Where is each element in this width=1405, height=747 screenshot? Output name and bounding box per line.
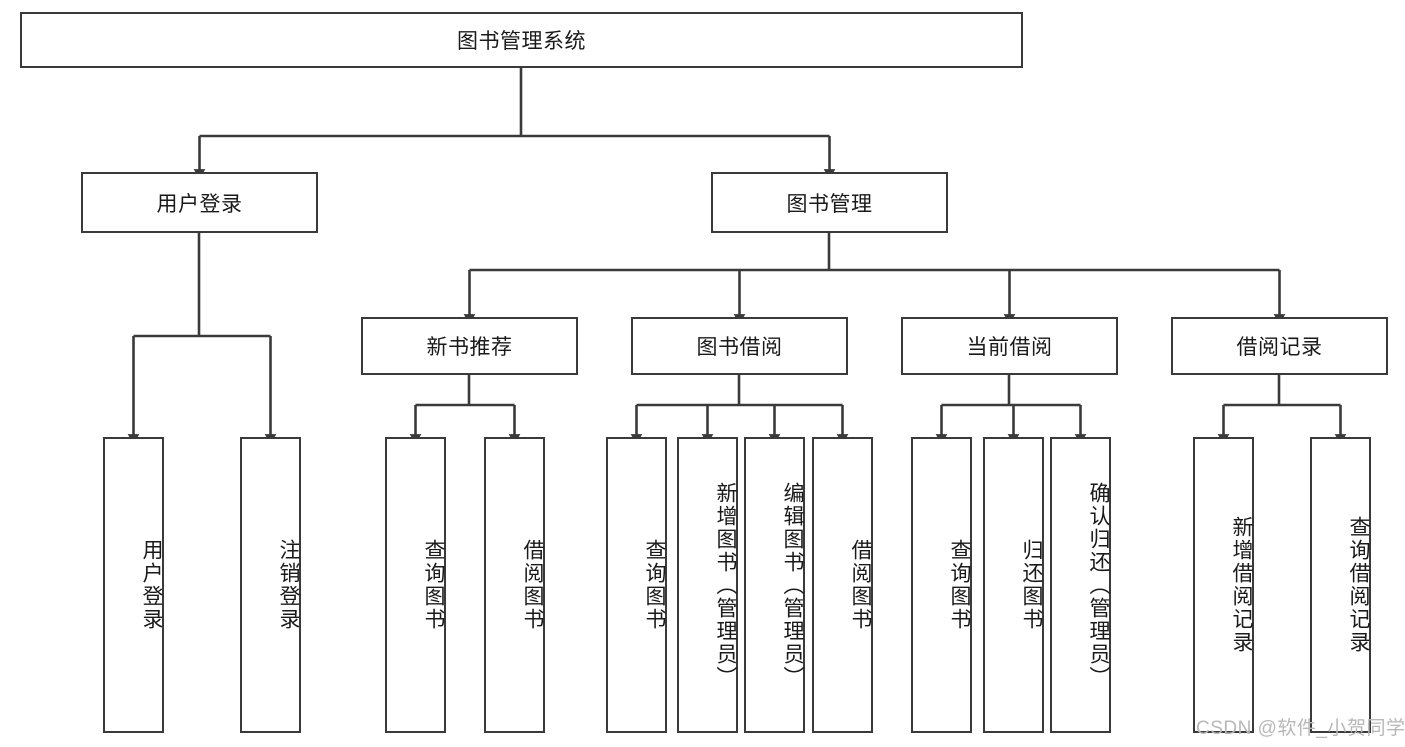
node-leaf-borrow-book-1[interactable]: 借阅图书 <box>484 437 545 733</box>
node-leaf-user-logout[interactable]: 注销登录 <box>240 437 301 733</box>
node-label: 借阅记录 <box>1236 336 1323 359</box>
node-leaf-add-book[interactable]: 新增图书（管理员） <box>677 437 738 733</box>
node-label: 借阅图书 <box>849 539 872 631</box>
node-borrow-record[interactable]: 借阅记录 <box>1171 317 1388 375</box>
node-leaf-return-book[interactable]: 归还图书 <box>983 437 1044 733</box>
node-label: 查询图书 <box>643 539 666 631</box>
node-leaf-user-login[interactable]: 用户登录 <box>103 437 164 733</box>
node-label: 图书管理系统 <box>457 30 586 53</box>
node-label: 新增借阅记录 <box>1230 516 1253 654</box>
node-new-book-rec[interactable]: 新书推荐 <box>361 317 578 375</box>
node-label: 借阅图书 <box>521 539 544 631</box>
node-leaf-query-record[interactable]: 查询借阅记录 <box>1310 437 1371 733</box>
node-book-borrow[interactable]: 图书借阅 <box>631 317 848 375</box>
node-user-login[interactable]: 用户登录 <box>81 172 318 233</box>
node-leaf-query-book-3[interactable]: 查询图书 <box>911 437 972 733</box>
node-label: 新增图书（管理员） <box>714 481 737 689</box>
node-current-borrow[interactable]: 当前借阅 <box>901 317 1118 375</box>
node-label: 查询借阅记录 <box>1347 516 1370 654</box>
node-label: 编辑图书（管理员） <box>781 481 804 689</box>
node-label: 查询图书 <box>948 539 971 631</box>
node-leaf-add-record[interactable]: 新增借阅记录 <box>1193 437 1254 733</box>
csdn-watermark: CSDN @软件_小贺同学 <box>1196 718 1405 739</box>
node-leaf-confirm-return[interactable]: 确认归还（管理员） <box>1050 437 1111 733</box>
node-label: 图书管理 <box>786 192 873 216</box>
node-leaf-query-book-1[interactable]: 查询图书 <box>385 437 446 733</box>
node-label: 用户登录 <box>140 539 163 631</box>
node-leaf-edit-book[interactable]: 编辑图书（管理员） <box>744 437 805 733</box>
node-root[interactable]: 图书管理系统 <box>20 12 1023 68</box>
node-leaf-borrow-book-2[interactable]: 借阅图书 <box>812 437 873 733</box>
node-label: 注销登录 <box>277 539 300 631</box>
node-book-manage[interactable]: 图书管理 <box>711 172 948 233</box>
node-leaf-query-book-2[interactable]: 查询图书 <box>606 437 667 733</box>
node-label: 图书借阅 <box>696 336 783 359</box>
node-label: 用户登录 <box>156 192 243 216</box>
node-label: 查询图书 <box>422 539 445 631</box>
node-label: 当前借阅 <box>966 336 1053 359</box>
node-label: 归还图书 <box>1020 539 1043 631</box>
node-label: 确认归还（管理员） <box>1087 481 1110 689</box>
node-label: 新书推荐 <box>426 336 513 359</box>
